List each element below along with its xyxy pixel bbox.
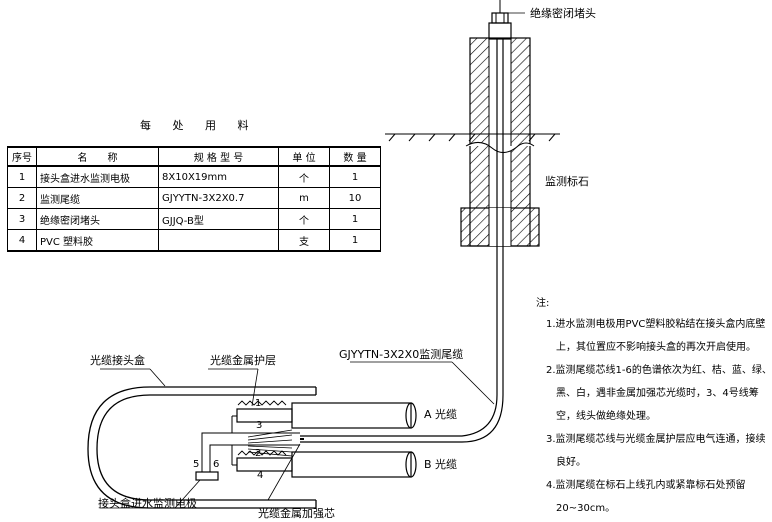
cell-name: 监测尾缆 [36, 187, 159, 209]
cable-b [236, 450, 417, 478]
cable-b-label: B 光缆 [424, 458, 458, 471]
wire-number-4: 4 [257, 470, 264, 481]
cell-unit: m [278, 187, 330, 209]
table-header-row: 序号 名 称 规 格 型 号 单 位 数 量 [7, 146, 381, 167]
tail-cable-label: GJYYTN-3X2X0监测尾缆 [339, 348, 464, 361]
cell-name: 接头盒进水监测电极 [36, 165, 159, 188]
cell-unit: 个 [278, 165, 330, 188]
table-row: 3 绝缘密闭堵头 GJJQ-B型 个 1 [7, 208, 381, 230]
header-unit: 单 位 [278, 146, 330, 167]
monitor-wires [100, 415, 300, 509]
cell-qty: 10 [329, 187, 381, 209]
notes-title: 注: [536, 298, 550, 309]
wire-number-2: 2 [255, 448, 262, 459]
metal-sheath-label: 光缆金属护层 [210, 354, 276, 367]
note-line: 3.监测尾缆芯线与光缆金属护层应电气连通，接续 [546, 434, 766, 445]
marker-stone-label: 监测标石 [545, 175, 589, 188]
fiber-bundle [247, 429, 304, 501]
note-line: 1.进水监测电极用PVC塑料胶粘结在接头盒内底壁 [546, 319, 766, 330]
cable-a [236, 400, 417, 429]
plug-graphic [488, 0, 525, 40]
header-name: 名 称 [36, 146, 159, 167]
cell-name: 绝缘密闭堵头 [36, 208, 159, 230]
table-row: 2 监测尾缆 GJYYTN-3X2X0.7 m 10 [7, 187, 381, 209]
table-title: 每 处 用 料 [140, 119, 258, 132]
wire-number-6: 6 [213, 459, 220, 470]
cell-name: PVC 塑料胶 [36, 229, 159, 252]
cell-qty: 1 [329, 165, 381, 188]
cell-qty: 1 [329, 208, 381, 230]
note-line: 4.监测尾缆在标石上线孔内或紧靠标石处预留 [546, 480, 746, 491]
note-line: 良好。 [556, 457, 586, 468]
sheath-leader [208, 368, 259, 407]
note-line: 20~30cm。 [556, 503, 616, 514]
electrode-label: 接头盒进水监测电极 [98, 497, 197, 510]
table-row: 1 接头盒进水监测电极 8X10X19mm 个 1 [7, 165, 381, 188]
wire-number-5: 5 [193, 459, 200, 470]
splice-box-label: 光缆接头盒 [90, 354, 145, 367]
note-line: 上，其位置应不影响接头盒的再次开启使用。 [556, 342, 756, 353]
table-row: 4 PVC 塑料胶 支 1 [7, 229, 381, 252]
cell-no: 2 [7, 187, 37, 209]
cell-no: 4 [7, 229, 37, 252]
header-qty: 数 量 [329, 146, 381, 167]
cell-spec: GJJQ-B型 [158, 208, 279, 230]
cell-no: 3 [7, 208, 37, 230]
tail-cable-line [300, 39, 504, 443]
note-line: 黑、白，遇非金属加强芯光缆时，3、4号线筹 [556, 388, 759, 399]
cell-spec: GJYYTN-3X2X0.7 [158, 187, 279, 209]
note-line: 2.监测尾缆芯线1-6的色谱依次为红、桔、蓝、绿、 [546, 365, 772, 376]
header-no: 序号 [7, 146, 37, 167]
cable-a-label: A 光缆 [424, 408, 458, 421]
cell-qty: 1 [329, 229, 381, 252]
cell-spec: 8X10X19mm [158, 165, 279, 188]
cell-unit: 支 [278, 229, 330, 252]
wire-number-1: 1 [255, 398, 262, 409]
strength-member-label: 光缆金属加强芯 [258, 507, 335, 520]
cell-unit: 个 [278, 208, 330, 230]
plug-label: 绝缘密闭堵头 [530, 7, 596, 20]
header-spec: 规 格 型 号 [158, 146, 279, 167]
note-line: 空，线头做绝缘处理。 [556, 411, 656, 422]
materials-table: 序号 名 称 规 格 型 号 单 位 数 量 1 接头盒进水监测电极 8X10X… [7, 146, 381, 252]
cell-no: 1 [7, 165, 37, 188]
cell-spec [158, 229, 279, 252]
marker-stone [460, 37, 540, 247]
wire-number-3: 3 [256, 420, 263, 431]
splice-box [87, 368, 317, 509]
